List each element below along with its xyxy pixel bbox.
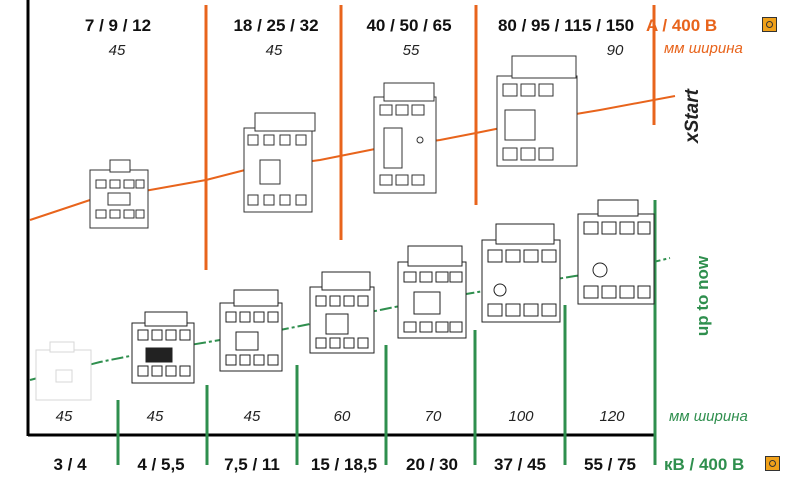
bottom-width-5: 70 — [424, 408, 442, 425]
bottom-width-3: 45 — [243, 408, 261, 425]
bottom-rating-1: 3 / 4 — [53, 455, 87, 474]
top-rating-4: 80 / 95 / 115 / 150 — [497, 16, 635, 35]
bottom-width-4: 60 — [333, 408, 351, 425]
contactor-icon-bottom-7 — [577, 199, 655, 305]
contactor-icon-top-4 — [496, 55, 578, 167]
contactor-icon-bottom-1 — [35, 341, 92, 401]
contactor-icon-top-1 — [89, 159, 149, 229]
top-rating-2: 18 / 25 / 32 — [233, 16, 319, 35]
brand-logo: xStart — [682, 89, 703, 143]
bottom-rating-6: 37 / 45 — [494, 455, 546, 474]
bottom-width-1: 45 — [55, 408, 73, 425]
contactor-icon-bottom-2 — [131, 311, 195, 384]
top-width-1: 45 — [108, 42, 126, 59]
contactor-icon-bottom-6 — [481, 223, 561, 323]
top-unit-label: A / 400 В — [646, 16, 718, 35]
top-rating-3: 40 / 50 / 65 — [366, 16, 452, 35]
contactor-icon-bottom-5 — [397, 245, 467, 339]
bottom-rating-5: 20 / 30 — [406, 455, 458, 474]
top-rating-1: 7 / 9 / 12 — [84, 16, 152, 35]
bottom-width-7: 120 — [599, 408, 625, 425]
contactor-icon-bottom-4 — [309, 271, 375, 354]
contactor-icon-bottom-3 — [219, 289, 283, 372]
contactor-icon-top-2 — [243, 112, 316, 213]
top-width-unit-label: мм ширина — [664, 40, 743, 57]
top-width-2: 45 — [265, 42, 283, 59]
bottom-width-unit-label: мм ширина — [669, 408, 748, 425]
bottom-rating-7: 55 / 75 — [584, 455, 636, 474]
side-note: up to now — [693, 255, 712, 337]
bottom-width-6: 100 — [508, 408, 534, 425]
bottom-width-2: 45 — [146, 408, 164, 425]
bottom-unit-label: кВ / 400 В — [664, 455, 745, 474]
bottom-rating-3: 7,5 / 11 — [224, 455, 280, 474]
bottom-rating-4: 15 / 18,5 — [310, 455, 378, 474]
contactor-icon-top-3 — [373, 82, 437, 194]
amber-badge-icon-bottom — [765, 456, 780, 471]
top-width-3: 55 — [402, 42, 420, 59]
top-width-4: 90 — [606, 42, 624, 59]
bottom-rating-2: 4 / 5,5 — [137, 455, 185, 474]
amber-badge-icon-top — [762, 17, 777, 32]
